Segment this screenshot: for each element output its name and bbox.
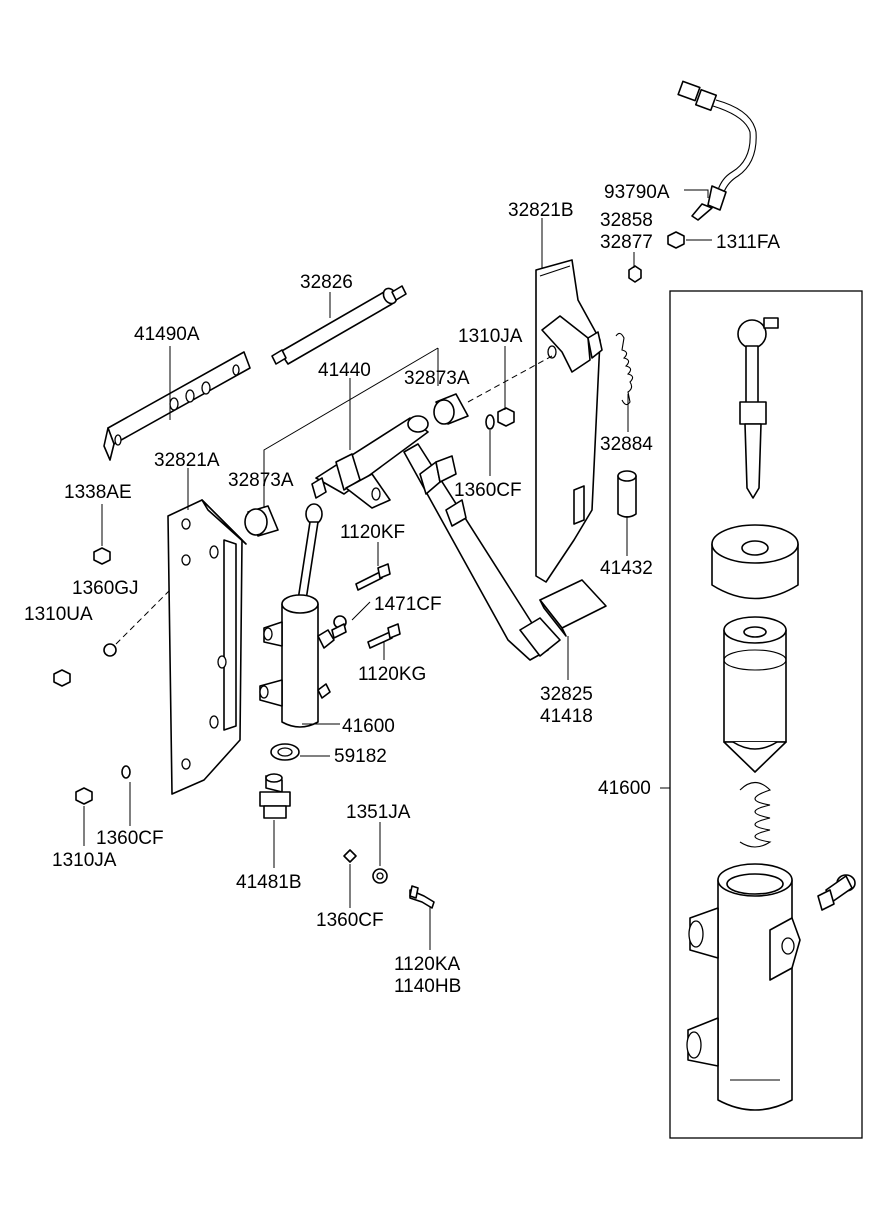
nut-1311fa xyxy=(667,231,685,249)
label-1360cf-mid: 1360CF xyxy=(454,480,522,501)
bracket-32821a xyxy=(167,499,247,795)
washer-1360gj xyxy=(103,643,117,657)
washer-1360cf-mid xyxy=(485,414,495,430)
bleeder-1471cf xyxy=(331,615,347,639)
bleeder-screw-detail xyxy=(817,874,856,911)
label-41440: 41440 xyxy=(318,360,371,381)
label-1140hb: 1140HB xyxy=(394,976,461,997)
nut-1310ua xyxy=(53,669,71,687)
label-41432: 41432 xyxy=(600,558,653,579)
label-1310ja-left: 1310JA xyxy=(52,850,117,871)
label-59182: 59182 xyxy=(334,746,387,767)
push-rod-detail xyxy=(737,317,779,499)
nut-1351ja xyxy=(372,868,388,884)
label-32877: 32877 xyxy=(600,232,653,253)
clutch-switch-sensor xyxy=(677,80,757,221)
pedal-arm-41440 xyxy=(311,415,561,661)
detail-box xyxy=(669,290,863,1139)
label-1120kf: 1120KF xyxy=(340,522,405,543)
label-32858: 32858 xyxy=(600,210,653,231)
return-spring-detail xyxy=(739,781,772,848)
label-1360cf-left: 1360CF xyxy=(96,828,164,849)
master-cylinder-41600 xyxy=(259,503,335,728)
label-1120kg: 1120KG xyxy=(358,664,426,685)
bracket-32821b xyxy=(535,259,603,583)
plate-41490a xyxy=(103,351,251,461)
washer-1360cf-bottom xyxy=(343,849,357,863)
label-32873a-left: 32873A xyxy=(228,470,294,491)
nut-1310ja-top xyxy=(497,407,515,427)
label-1360cf-bottom: 1360CF xyxy=(316,910,384,931)
label-32884: 32884 xyxy=(600,434,653,455)
bushing-32873a-left xyxy=(244,505,279,537)
pedal-pad-32825 xyxy=(539,579,607,637)
spring-32884 xyxy=(615,332,634,406)
washer-1360cf-left xyxy=(121,765,131,779)
label-1311fa: 1311FA xyxy=(716,232,780,253)
label-41481b: 41481B xyxy=(236,872,302,893)
cylinder-body-detail xyxy=(686,863,801,1111)
piston-detail xyxy=(723,616,787,773)
bushing-41432 xyxy=(617,470,637,518)
bolt-1120kg xyxy=(367,623,401,649)
nut-32877 xyxy=(628,265,642,283)
label-1310ua: 1310UA xyxy=(24,604,93,625)
label-1351ja: 1351JA xyxy=(346,802,411,823)
label-41418: 41418 xyxy=(540,706,593,727)
bushing-32873a-top xyxy=(433,393,469,425)
bolt-1120kf xyxy=(355,563,391,591)
nut-1310ja-left xyxy=(75,787,93,805)
label-41600-main: 41600 xyxy=(342,716,395,737)
label-32821b: 32821B xyxy=(508,200,574,221)
nut-1338ae xyxy=(93,547,111,565)
label-32825: 32825 xyxy=(540,684,593,705)
label-32873a-top: 32873A xyxy=(404,368,470,389)
shaft-32826 xyxy=(271,285,407,365)
washer-59182 xyxy=(270,743,300,761)
label-1471cf: 1471CF xyxy=(374,594,442,615)
label-1360gj: 1360GJ xyxy=(72,578,139,599)
bolt-1120ka xyxy=(409,885,435,909)
label-32821a: 32821A xyxy=(154,450,220,471)
label-1120ka: 1120KA xyxy=(394,954,461,975)
label-41490a: 41490A xyxy=(134,324,200,345)
label-41600-box: 41600 xyxy=(598,778,651,799)
fitting-41481b xyxy=(259,773,291,819)
label-1338ae: 1338AE xyxy=(64,482,132,503)
dust-boot-detail xyxy=(711,524,799,600)
label-32826: 32826 xyxy=(300,272,353,293)
label-1310ja-top: 1310JA xyxy=(458,326,523,347)
label-93790a: 93790A xyxy=(604,182,670,203)
